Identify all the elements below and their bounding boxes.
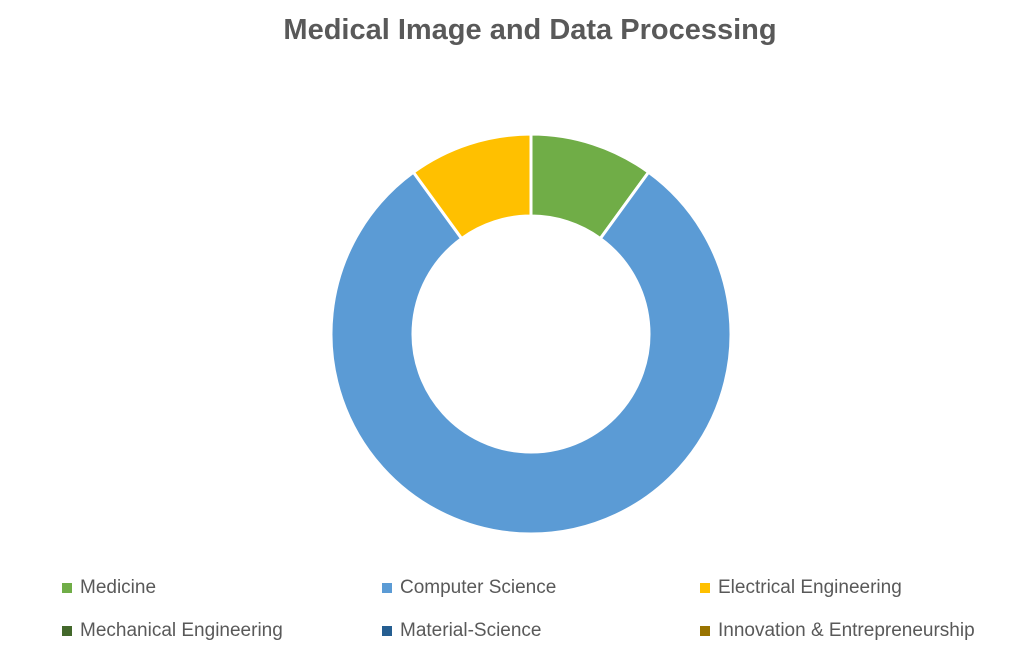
legend-item: Mechanical Engineering xyxy=(62,620,283,642)
legend-swatch xyxy=(700,583,710,593)
legend-label: Mechanical Engineering xyxy=(80,620,283,641)
legend-label: Electrical Engineering xyxy=(718,577,902,598)
chart-title: Medical Image and Data Processing xyxy=(283,14,777,46)
legend-swatch xyxy=(382,626,392,636)
legend-label: Medicine xyxy=(80,577,157,598)
legend-label: Computer Science xyxy=(400,577,557,598)
legend-item: Material-Science xyxy=(382,620,542,642)
legend-item: Medicine xyxy=(62,577,156,599)
legend-item: Computer Science xyxy=(382,577,556,599)
slice-electrical-engineering xyxy=(411,132,533,241)
legend-label: Material-Science xyxy=(400,620,542,641)
legend-swatch xyxy=(700,626,710,636)
legend-label: Innovation & Entrepreneurship xyxy=(718,620,975,641)
legend-swatch xyxy=(62,583,72,593)
legend-item: Innovation & Entrepreneurship xyxy=(700,620,975,642)
legend-item: Electrical Engineering xyxy=(700,577,902,599)
legend-swatch xyxy=(62,626,72,636)
legend-swatch xyxy=(382,583,392,593)
slice-computer-science xyxy=(329,170,733,536)
